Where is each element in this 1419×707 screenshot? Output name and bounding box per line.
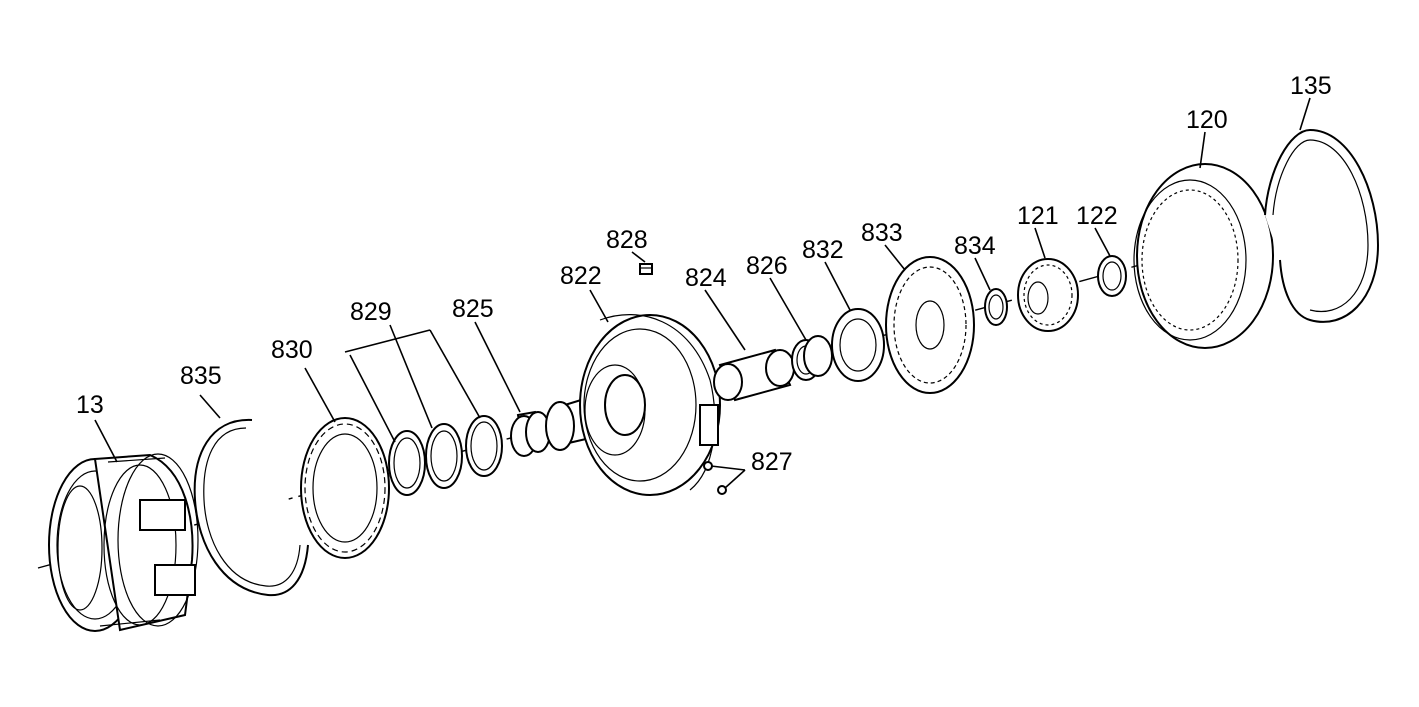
part-834-snap-ring bbox=[984, 288, 1008, 326]
label-122: 122 bbox=[1076, 202, 1118, 230]
part-828-plug bbox=[639, 263, 653, 275]
part-830-clutch-ring bbox=[300, 417, 390, 559]
label-121: 121 bbox=[1017, 202, 1059, 230]
label-826: 826 bbox=[746, 252, 788, 280]
part-822-support bbox=[545, 313, 721, 496]
part-825-bushing bbox=[510, 410, 551, 457]
part-824-sleeve bbox=[713, 348, 795, 402]
part-13-band bbox=[48, 453, 199, 632]
label-827: 827 bbox=[751, 448, 793, 476]
part-833-gear-plate bbox=[885, 256, 975, 394]
label-834: 834 bbox=[954, 232, 996, 260]
label-835: 835 bbox=[180, 362, 222, 390]
label-828: 828 bbox=[606, 226, 648, 254]
part-122-bushing bbox=[1097, 255, 1127, 297]
label-135: 135 bbox=[1290, 72, 1332, 100]
label-830: 830 bbox=[271, 336, 313, 364]
label-13: 13 bbox=[76, 391, 104, 419]
leader-lines bbox=[94, 97, 1311, 489]
part-835-snap-ring bbox=[193, 418, 309, 597]
label-832: 832 bbox=[802, 236, 844, 264]
label-833: 833 bbox=[861, 219, 903, 247]
label-822: 822 bbox=[560, 262, 602, 290]
label-829: 829 bbox=[350, 298, 392, 326]
label-824: 824 bbox=[685, 264, 727, 292]
part-832-washer bbox=[831, 308, 885, 382]
label-825: 825 bbox=[452, 295, 494, 323]
part-829-rings bbox=[388, 415, 503, 496]
part-121-gear bbox=[1017, 258, 1079, 332]
label-120: 120 bbox=[1186, 106, 1228, 134]
part-135-snap-ring bbox=[1264, 128, 1380, 323]
part-826-bushing bbox=[791, 335, 833, 381]
part-120-ring-gear bbox=[1133, 163, 1274, 349]
